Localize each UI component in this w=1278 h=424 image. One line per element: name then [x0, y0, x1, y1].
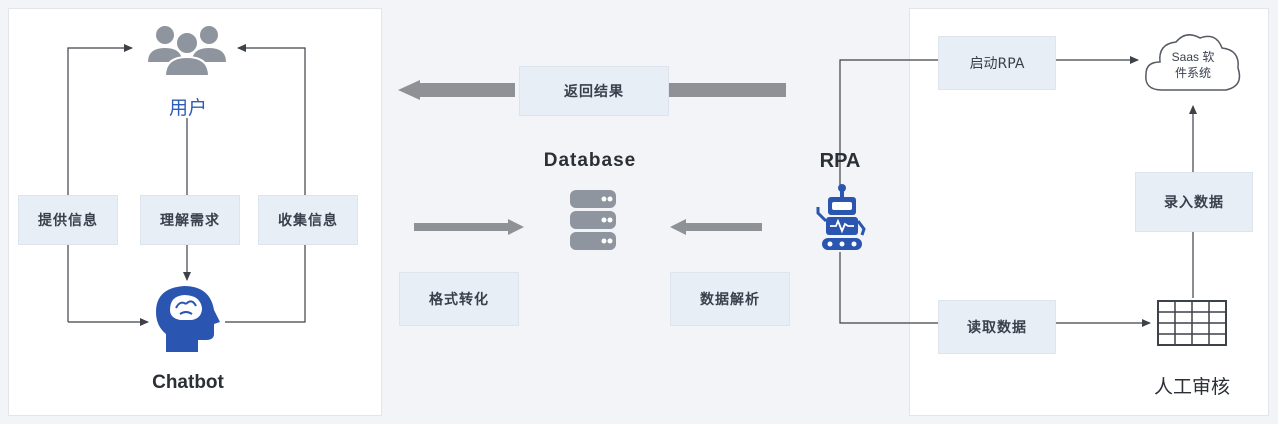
rpa-label: RPA — [819, 150, 861, 172]
robot-icon — [816, 184, 866, 250]
users-icon — [148, 26, 226, 77]
format-convert-box: 格式转化 — [399, 272, 519, 326]
collect-info-box: 收集信息 — [258, 195, 358, 245]
manual-review-label: 人工审核 — [1153, 377, 1230, 398]
return-results-box: 返回结果 — [519, 66, 669, 116]
saas-label-line2: 件系统 — [1174, 66, 1211, 80]
chatbot-label: Chatbot — [152, 372, 224, 393]
start-rpa-box: 启动RPA — [938, 36, 1056, 90]
read-data-box: 读取数据 — [938, 300, 1056, 354]
brain-head-icon — [156, 286, 220, 352]
database-icon — [570, 190, 616, 250]
parse-arrow-head — [670, 219, 686, 235]
cloud-icon — [1145, 34, 1241, 91]
user-label: 用户 — [168, 98, 207, 119]
return-arrow-head — [398, 80, 420, 100]
data-parse-box: 数据解析 — [670, 272, 790, 326]
enter-data-box: 录入数据 — [1135, 172, 1253, 232]
format-arrow-head — [508, 219, 524, 235]
provide-info-box: 提供信息 — [18, 195, 118, 245]
spreadsheet-icon — [1157, 300, 1227, 346]
understand-needs-box: 理解需求 — [140, 195, 240, 245]
saas-label-line1: Saas 软 — [1171, 50, 1215, 64]
database-label: Database — [543, 150, 637, 171]
